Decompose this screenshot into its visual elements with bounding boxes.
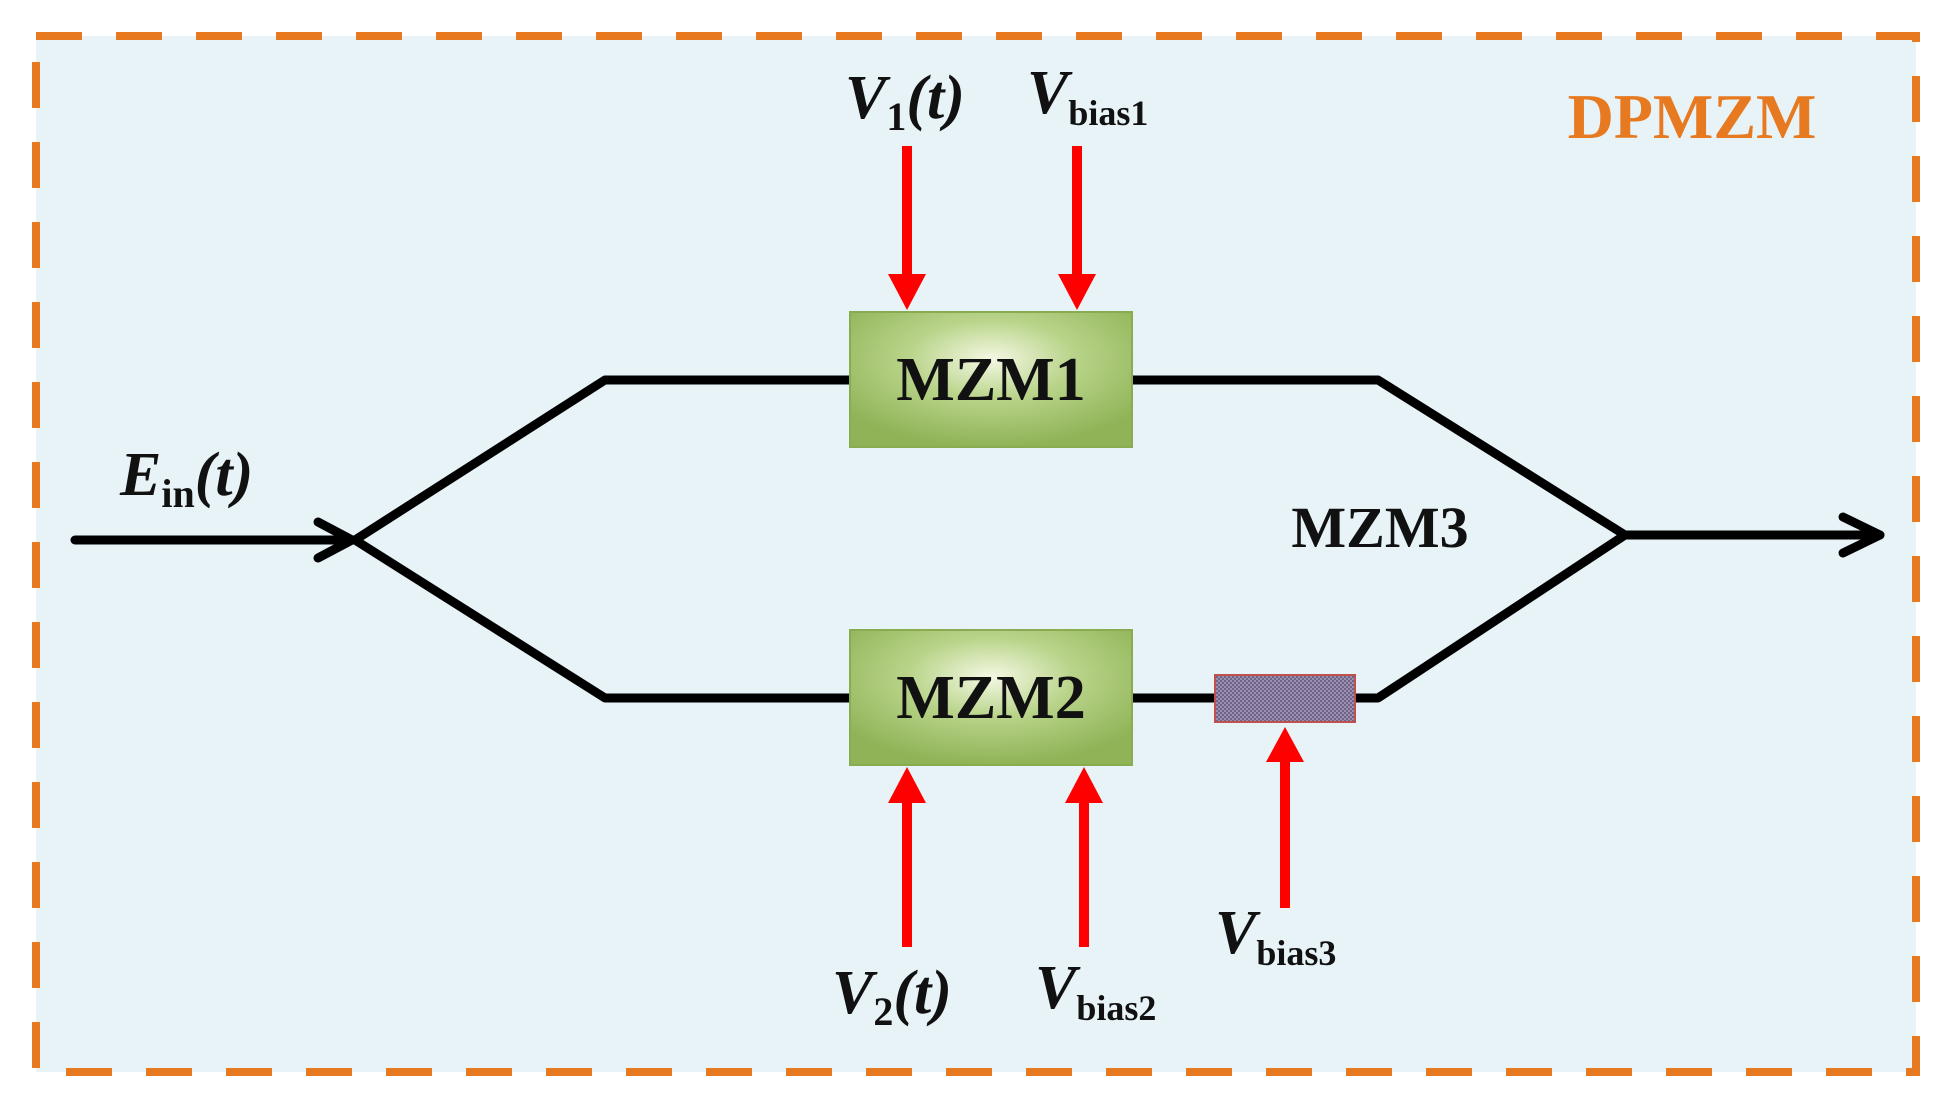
mzm1-label: MZM1 xyxy=(896,346,1085,414)
vbias3-label: Vbias3 xyxy=(1215,899,1336,973)
v1-arrow xyxy=(888,146,926,310)
waveguide-network xyxy=(70,375,1885,703)
v1-arg: (t) xyxy=(906,64,965,132)
v2-label: V2(t) xyxy=(832,959,952,1034)
vbias1-arrow xyxy=(1058,146,1096,310)
output-arrowhead xyxy=(1838,512,1885,558)
vbias3-arrow xyxy=(1266,727,1304,908)
v2-arrow xyxy=(888,767,926,947)
vbias1-label: Vbias1 xyxy=(1027,59,1148,133)
mzm2-label: MZM2 xyxy=(896,664,1085,732)
vbias2-label: Vbias2 xyxy=(1035,954,1156,1028)
mzm1-box xyxy=(849,311,1133,448)
phase-shifter-box xyxy=(1214,674,1356,723)
upper-arm-output xyxy=(1127,375,1630,540)
upper-arm-waveguide xyxy=(350,375,855,545)
lower-arm-output xyxy=(1350,530,1630,703)
vbias2-arrow xyxy=(1065,767,1103,947)
bias-arrows xyxy=(888,146,1304,947)
dpmzm-dashed-border xyxy=(32,32,1920,1076)
v1-label: V1(t) xyxy=(845,64,965,139)
mzm3-label: MZM3 xyxy=(1291,495,1468,560)
dpmzm-title: DPMZM xyxy=(1568,81,1817,152)
lower-arm-waveguide xyxy=(350,535,855,703)
ein-label: Ein(t) xyxy=(119,441,253,516)
mzm2-box xyxy=(849,629,1133,766)
